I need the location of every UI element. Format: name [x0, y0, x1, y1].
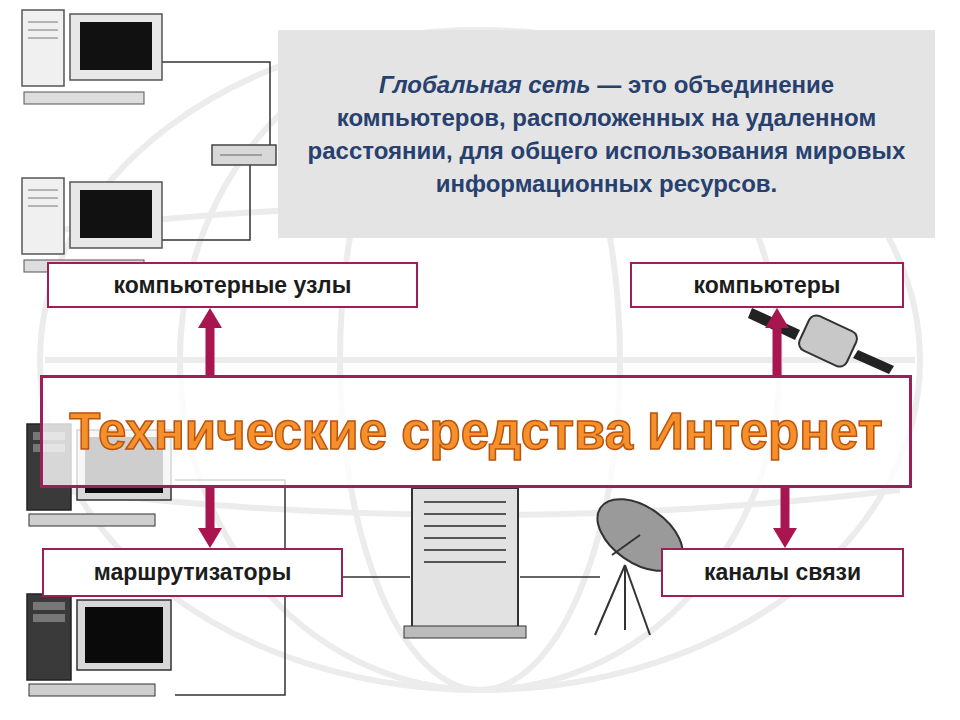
- label-box: маршрутизаторы: [42, 548, 343, 597]
- arrow-connector: [773, 488, 797, 548]
- node-text: маршрутизаторы: [94, 559, 292, 586]
- arrow-connector: [765, 308, 789, 375]
- arrow-connector: [198, 488, 222, 548]
- term: Глобальная сеть: [379, 71, 591, 98]
- node-text: Технические средства Интернет: [69, 402, 882, 461]
- label-box: компьютерные узлы: [47, 262, 418, 308]
- definition-paragraph: Глобальная сеть — это объединение компью…: [298, 68, 915, 200]
- node-text: компьютеры: [694, 272, 841, 299]
- label-box: компьютеры: [630, 262, 904, 308]
- node-text: каналы связи: [704, 559, 861, 586]
- arrow-connector: [198, 308, 222, 375]
- label-box: каналы связи: [661, 548, 904, 597]
- node-text: компьютерные узлы: [114, 272, 352, 299]
- definition-box: Глобальная сеть — это объединение компью…: [278, 30, 935, 238]
- title-band: Технические средства Интернет: [40, 375, 912, 488]
